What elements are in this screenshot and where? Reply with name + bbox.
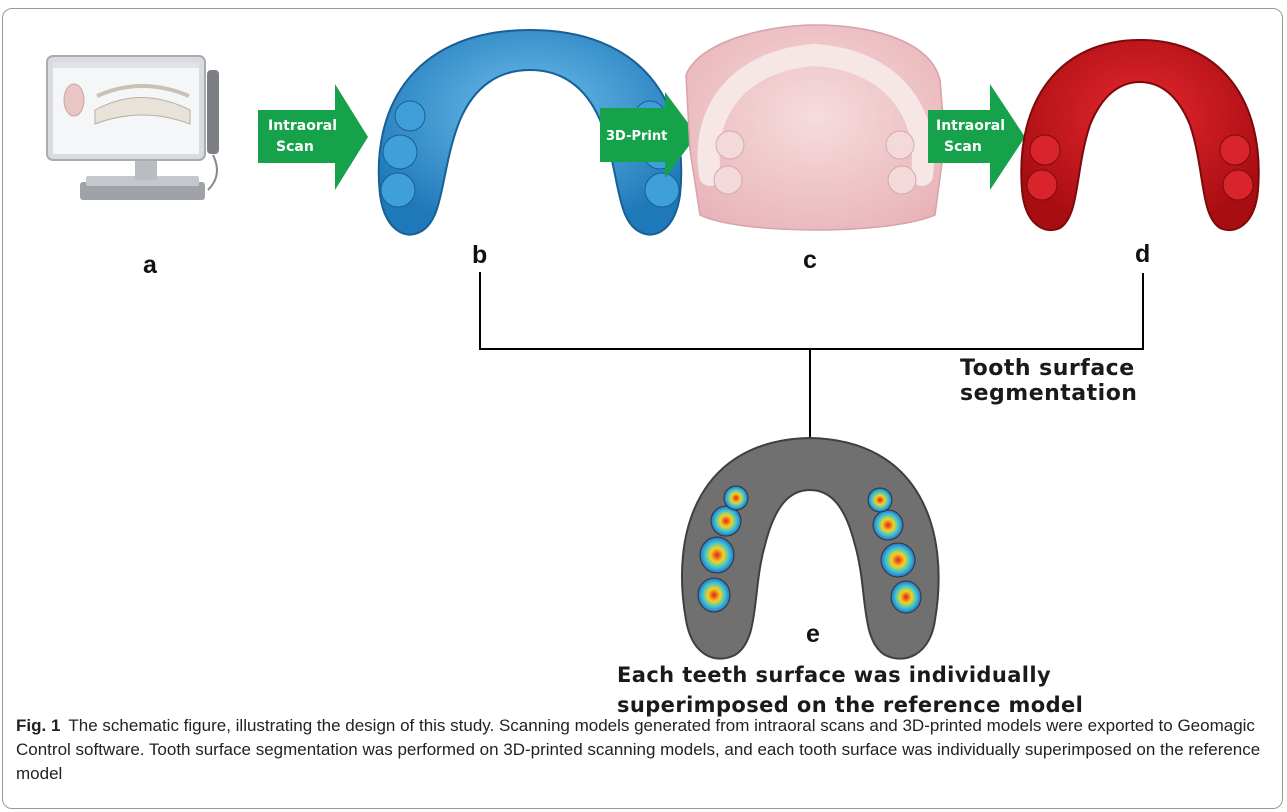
intraoral-scan-arrow-1: Intraoral Scan (258, 84, 368, 190)
figure-number: Fig. 1 (16, 716, 60, 735)
panel-label-c: c (803, 246, 817, 274)
arrow-3-label-line-1: Intraoral (936, 118, 1005, 134)
arrow-2-label: 3D-Print (606, 129, 667, 144)
red-intraoral-scan-model (1021, 40, 1258, 230)
panel-label-a: a (143, 251, 158, 279)
panel-label-b: b (472, 241, 487, 269)
panel-label-d: d (1135, 240, 1150, 268)
intraoral-scan-arrow-2: Intraoral Scan (928, 84, 1025, 190)
intraoral-scanner-illustration (47, 56, 219, 200)
superimpose-note-line-1: Each teeth surface was individually (617, 660, 1083, 690)
panel-label-e: e (806, 620, 820, 648)
arrow-1-label-line-2: Scan (276, 139, 314, 155)
caption-text: The schematic figure, illustrating the d… (16, 716, 1260, 783)
segmentation-note: Tooth surface segmentation (960, 356, 1287, 406)
arrow-3-label-line-2: Scan (944, 139, 982, 155)
arrow-1-label-line-1: Intraoral (268, 118, 337, 134)
pink-3d-printed-model (686, 25, 945, 230)
superimpose-note: Each teeth surface was individually supe… (617, 660, 1083, 720)
